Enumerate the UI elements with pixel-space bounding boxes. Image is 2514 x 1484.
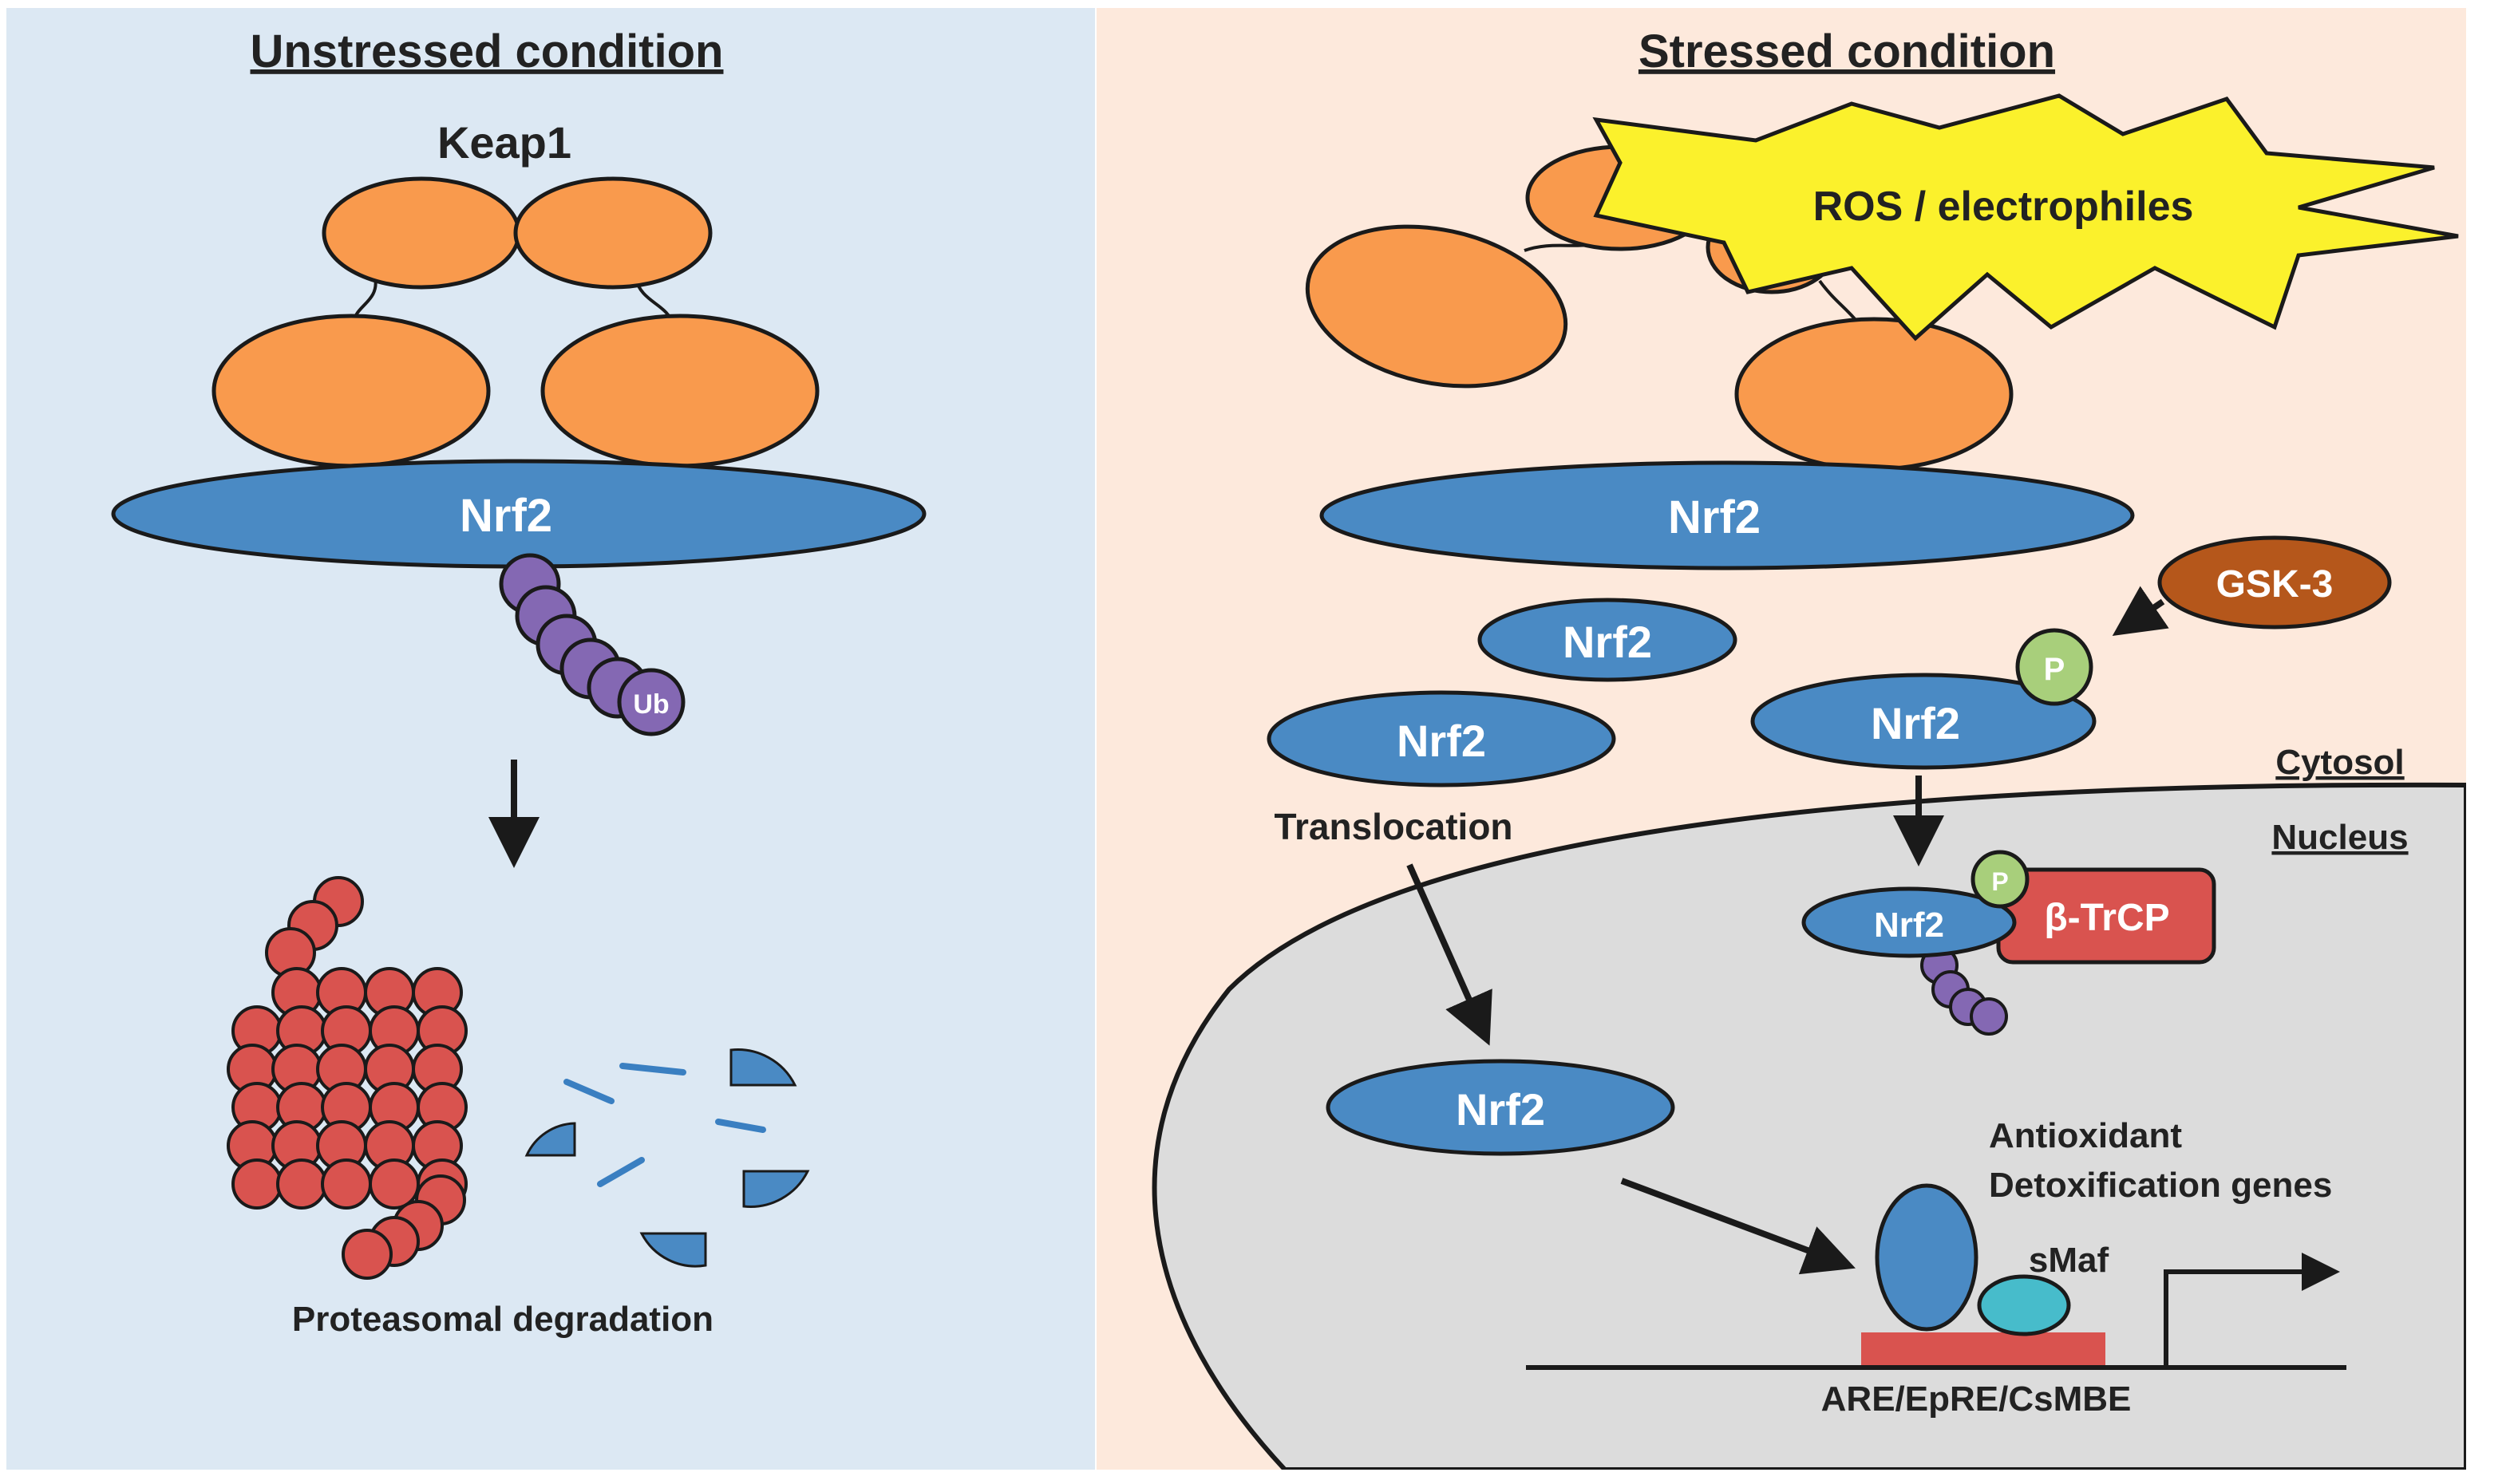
unstressed-title: Unstressed condition bbox=[251, 26, 724, 77]
keap1-domain bbox=[322, 176, 521, 290]
nrf2-label: Nrf2 bbox=[1874, 906, 1944, 945]
translocation-label: Translocation bbox=[1274, 806, 1512, 847]
nucleus-label: Nucleus bbox=[2271, 818, 2408, 857]
phosphate-label: P bbox=[2044, 652, 2065, 687]
keap1-dimer bbox=[211, 176, 820, 468]
keap1-domain bbox=[1305, 224, 1568, 389]
transcription-start-arrow bbox=[2164, 1253, 2340, 1368]
phosphate-group bbox=[2015, 628, 2093, 706]
nrf2-label: Nrf2 bbox=[1871, 698, 1960, 748]
gsk3-kinase bbox=[2157, 535, 2392, 630]
nrf2-label: Nrf2 bbox=[1397, 716, 1486, 766]
stressed-title: Stressed condition bbox=[1638, 26, 2055, 77]
ubiquitin-chain: Ub bbox=[499, 553, 686, 736]
btrcp-label: β-TrCP bbox=[2044, 897, 2169, 939]
nrf2-label: Nrf2 bbox=[1668, 491, 1761, 543]
smaf-label: sMaf bbox=[2029, 1241, 2109, 1280]
proteasome-subunit bbox=[276, 1158, 327, 1210]
proteasome-subunit bbox=[342, 1229, 393, 1280]
translocation-arrow bbox=[1406, 863, 1492, 1046]
proteasome-subunit bbox=[369, 1158, 420, 1210]
dna-promoter: sMaf ARE/EpRE/CsMBE bbox=[1526, 1183, 2346, 1419]
nrf2-free bbox=[1477, 598, 1737, 682]
ub-label: Ub bbox=[633, 689, 669, 720]
btrcp-complex: β-TrCP Nrf2 P bbox=[1801, 850, 2216, 1036]
nrf2-label: Nrf2 bbox=[460, 490, 552, 542]
keap1-domain bbox=[1734, 317, 2014, 472]
nrf2-phosphorylated bbox=[1750, 673, 2097, 770]
proteasome-subunit bbox=[321, 1158, 372, 1210]
proteasome-subunit bbox=[231, 1158, 283, 1210]
keap1-label: Keap1 bbox=[437, 117, 571, 168]
ub-bead bbox=[617, 668, 686, 736]
proteasomal-degradation-label: Proteasomal degradation bbox=[292, 1300, 713, 1339]
phosphate-label: P bbox=[1991, 867, 2008, 896]
nrf2-btrcp-bound bbox=[1801, 886, 2017, 958]
ros-electrophiles-burst bbox=[1592, 93, 2459, 341]
proteasome bbox=[227, 876, 468, 1280]
smaf-protein bbox=[1977, 1274, 2071, 1336]
nrf2-nuclear bbox=[1326, 1059, 1675, 1156]
keap1-domain bbox=[211, 314, 491, 468]
ros-electrophiles-label: ROS / electrophiles bbox=[1813, 184, 2194, 230]
nrf2-dna-bound bbox=[1875, 1183, 1978, 1332]
phosphate-group bbox=[1970, 850, 2030, 909]
nrf2-binding-arrow bbox=[1620, 1178, 1856, 1275]
keap1-domain bbox=[540, 314, 820, 468]
nrf2-bound-keap1 bbox=[1319, 460, 2135, 570]
genes-label-line2: Detoxification genes bbox=[1989, 1166, 2332, 1205]
are-element bbox=[1861, 1332, 2105, 1366]
nrf2-label: Nrf2 bbox=[1563, 617, 1652, 667]
genes-label-line1: Antioxidant bbox=[1989, 1116, 2182, 1155]
keap1-domain bbox=[513, 176, 713, 290]
degraded-fragments bbox=[524, 1048, 810, 1268]
gsk3-phosphorylation-arrow bbox=[2112, 586, 2169, 636]
nrf2-free bbox=[1267, 690, 1616, 787]
cytosol-label: Cytosol bbox=[2275, 743, 2404, 782]
gsk3-label: GSK-3 bbox=[2216, 563, 2334, 606]
nrf2-label: Nrf2 bbox=[1456, 1084, 1545, 1135]
are-label: ARE/EpRE/CsMBE bbox=[1821, 1379, 2132, 1419]
